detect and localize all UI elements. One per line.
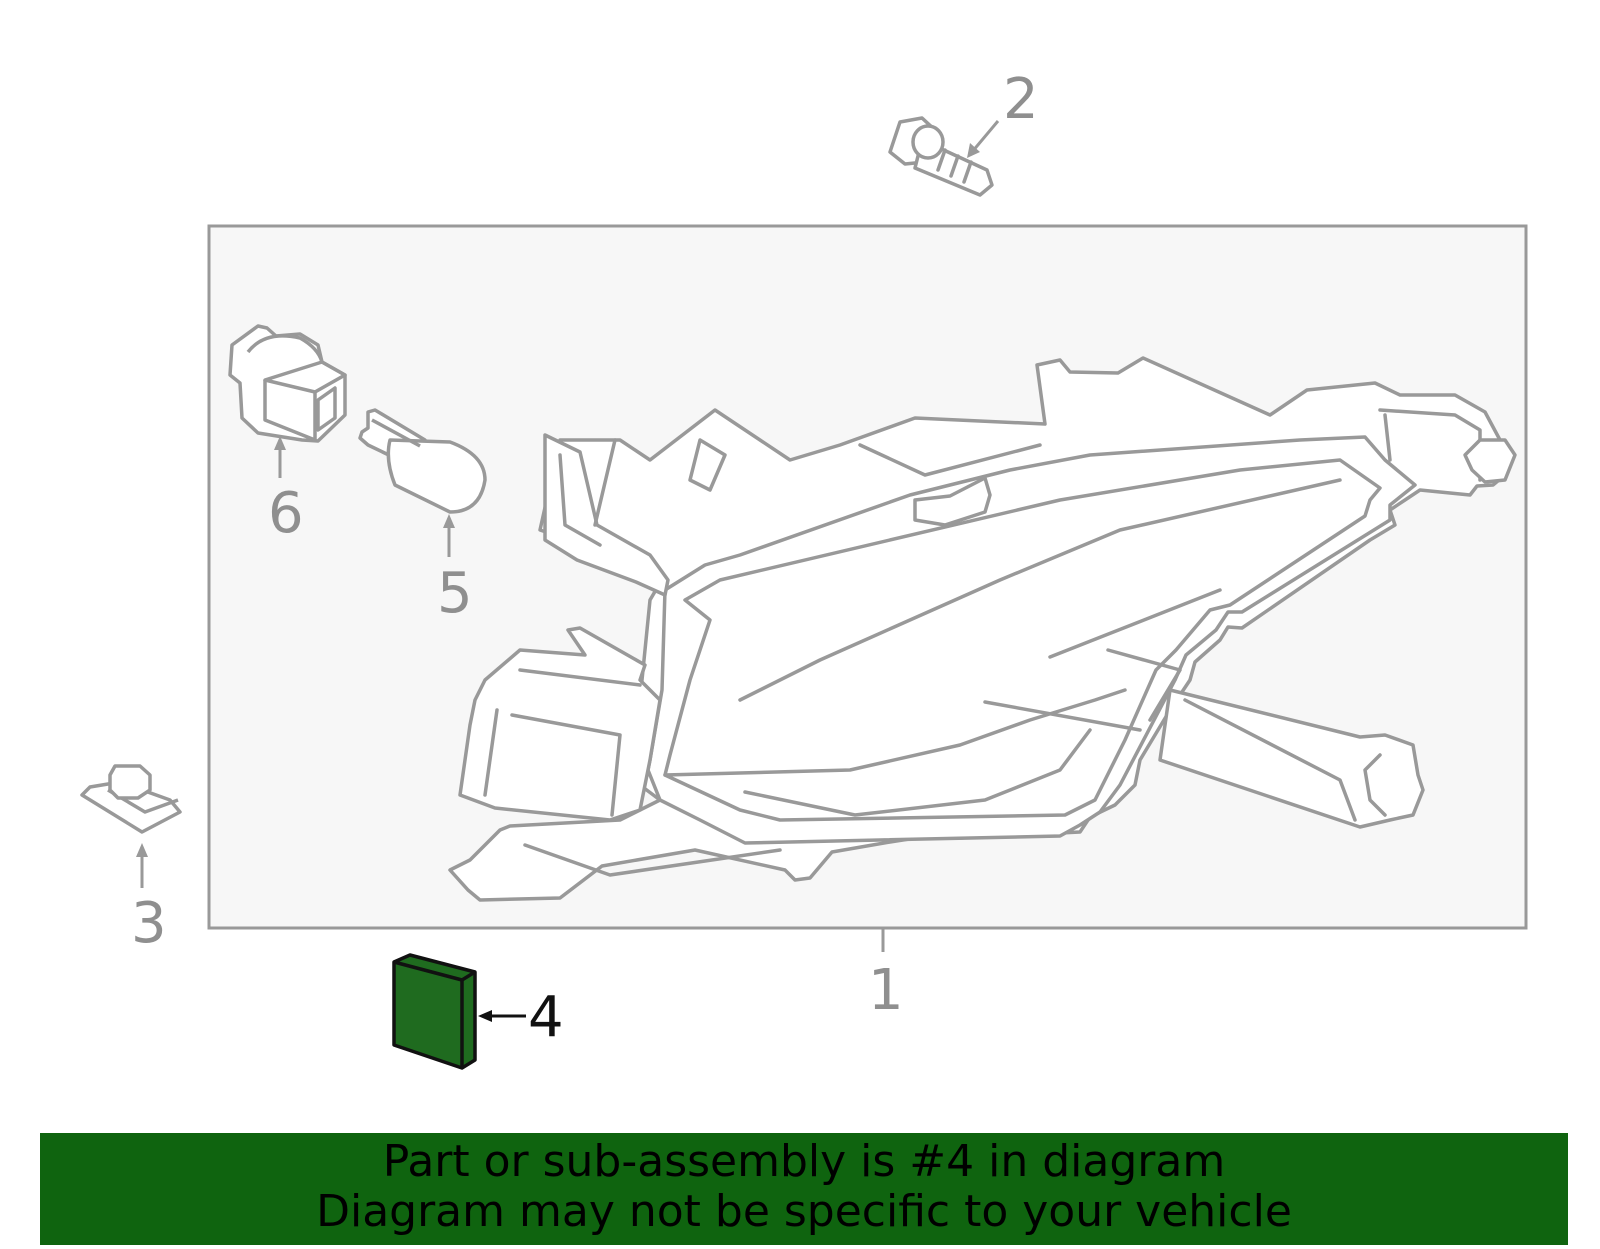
callout-label-3: 3 (131, 891, 167, 956)
part-5-bulb-drawing (358, 408, 487, 514)
callout-2-arrowhead (967, 143, 980, 158)
part-6-socket-drawing (228, 324, 347, 443)
callout-label-5: 5 (437, 561, 473, 626)
part-3-clip-nut-drawing (80, 764, 182, 834)
callout-3-arrowhead (136, 843, 148, 857)
info-banner-background (40, 1133, 1568, 1245)
callout-label-2: 2 (1003, 67, 1039, 132)
headlamp-assembly-drawing (448, 356, 1517, 902)
part-4-module-drawing (392, 953, 477, 1070)
banner-line-disclaimer: Diagram may not be specific to your vehi… (316, 1186, 1292, 1237)
callout-2-leader (970, 120, 1000, 153)
info-banner: Part or sub-assembly is #4 in diagram Di… (40, 1133, 1568, 1245)
callout-label-4: 4 (528, 985, 564, 1050)
banner-line-part-number: Part or sub-assembly is #4 in diagram (382, 1136, 1226, 1187)
part-2-bolt-drawing (888, 116, 994, 197)
callout-label-6: 6 (268, 481, 304, 546)
callout-4-arrowhead (478, 1010, 492, 1022)
callout-5-arrowhead (443, 514, 455, 528)
callout-label-1: 1 (868, 958, 904, 1023)
callout-6-arrowhead (274, 436, 286, 450)
